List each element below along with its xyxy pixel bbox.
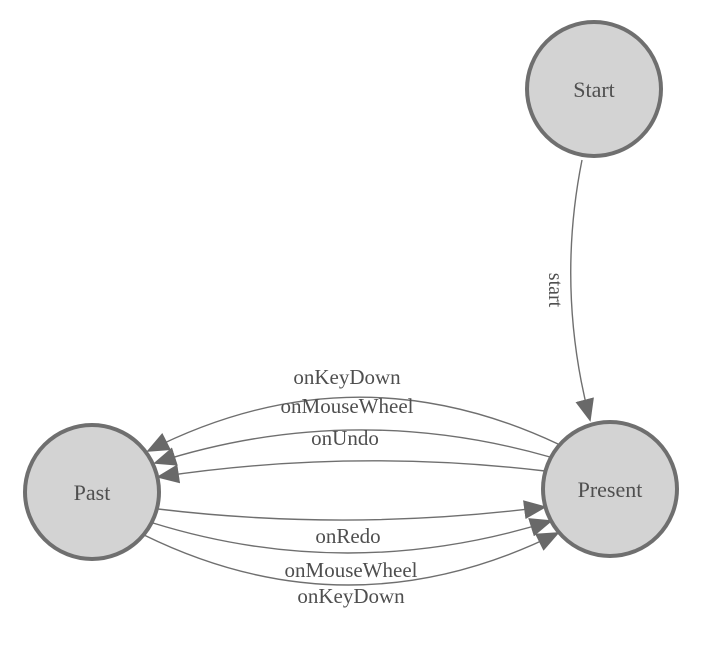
edge-label-start: start [544,273,566,308]
edge-group [143,159,594,586]
state-node-present [541,420,679,558]
state-label-past: Past [74,480,111,505]
edge-past-to-present-onkeydown [143,532,560,586]
edge-present-to-past-onmousewheel [153,429,551,466]
edge-label-onkeydown-bottom: onKeyDown [297,584,405,608]
node-group: Start Present Past [23,20,679,561]
edge-label-onredo: onRedo [315,524,380,548]
edge-start-to-present [570,159,594,422]
edge-present-to-past-onundo [156,460,546,484]
edge-label-onundo: onUndo [311,426,379,450]
edge-past-to-present-onmousewheel [152,518,553,554]
state-label-present: Present [578,477,643,502]
edge-label-group: start onKeyDown onMouseWheel onUndo onRe… [281,273,566,608]
state-node-past [23,423,161,561]
edge-label-onmousewheel-bottom: onMouseWheel [285,558,418,582]
edge-label-onkeydown-top: onKeyDown [293,365,401,389]
state-label-start: Start [573,77,615,102]
edge-present-to-past-onkeydown [146,396,559,452]
state-node-start [525,20,663,158]
edge-past-to-present-onredo [157,500,547,521]
edge-label-onmousewheel-top: onMouseWheel [281,394,414,418]
